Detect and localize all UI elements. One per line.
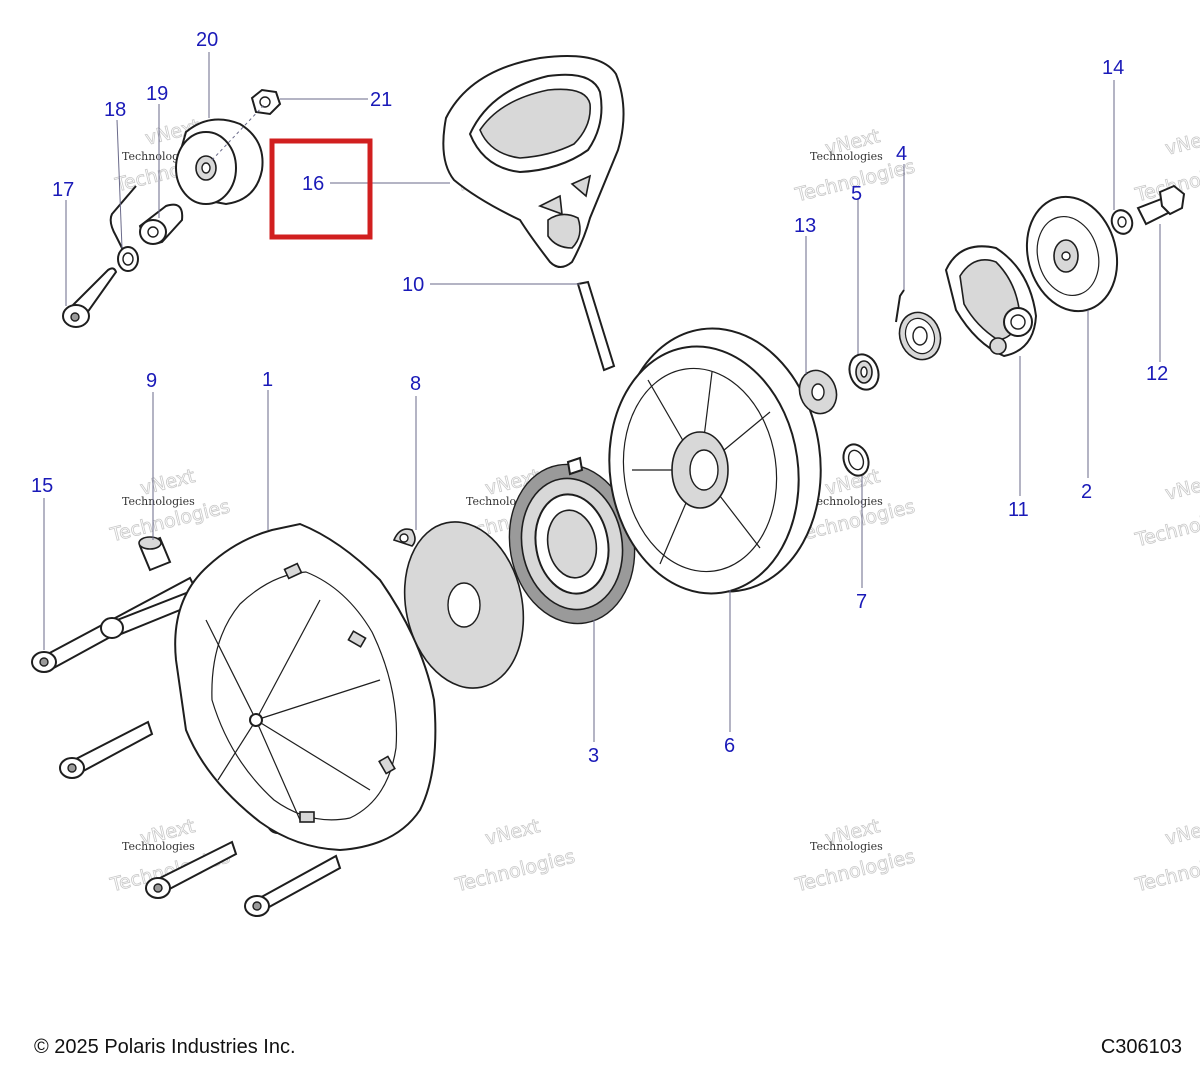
watermark-text: Technologies xyxy=(810,840,883,853)
callout-4[interactable]: 4 xyxy=(896,143,907,165)
highlight-box-callout-16 xyxy=(269,138,373,240)
part-11-ratchet xyxy=(944,245,1038,358)
svg-text:Technologies: Technologies xyxy=(452,846,577,897)
watermark: vNext Technologies xyxy=(1132,815,1200,897)
callout-10[interactable]: 10 xyxy=(402,274,424,296)
bolt xyxy=(244,854,342,917)
leader-lines xyxy=(43,52,1161,742)
callout-12[interactable]: 12 xyxy=(1146,363,1168,385)
part-9-plug xyxy=(138,536,172,572)
svg-text:Technologies: Technologies xyxy=(792,846,917,897)
callout-15[interactable]: 15 xyxy=(31,475,53,497)
part-8-disc xyxy=(392,521,525,689)
callout-7[interactable]: 7 xyxy=(856,591,867,613)
part-7-ring xyxy=(842,443,870,477)
svg-text:Technologies: Technologies xyxy=(1132,501,1200,552)
watermark-text: Technologies xyxy=(810,150,883,163)
part-4-spring xyxy=(895,289,942,361)
part-13-washer xyxy=(798,369,838,415)
svg-text:vNext: vNext xyxy=(483,815,542,850)
part-18-clip xyxy=(109,185,139,272)
part-3-spring xyxy=(508,456,636,625)
callout-2[interactable]: 2 xyxy=(1081,481,1092,503)
watermark: vNext Technologies xyxy=(452,815,578,897)
part-1-housing xyxy=(174,522,437,852)
watermark: vNext Technologies xyxy=(1132,470,1200,552)
part-5-bearing xyxy=(848,353,880,391)
part-20-pulley xyxy=(175,118,264,206)
svg-text:vNext: vNext xyxy=(1163,125,1200,160)
callout-16[interactable]: 16 xyxy=(302,173,324,195)
part-6-reel xyxy=(608,327,822,595)
watermark-text: Technologies xyxy=(122,495,195,508)
callout-8[interactable]: 8 xyxy=(410,373,421,395)
part-16-handle xyxy=(442,55,625,268)
callout-17[interactable]: 17 xyxy=(52,179,74,201)
callout-18[interactable]: 18 xyxy=(104,99,126,121)
callout-3[interactable]: 3 xyxy=(588,745,599,767)
bolt xyxy=(59,720,154,779)
watermark-text: Technologies xyxy=(122,840,195,853)
callout-20[interactable]: 20 xyxy=(196,29,218,51)
callout-13[interactable]: 13 xyxy=(794,215,816,237)
part-2-plate xyxy=(1025,195,1119,313)
bolt xyxy=(145,840,238,899)
callout-14[interactable]: 14 xyxy=(1102,57,1124,79)
part-14-washer xyxy=(1110,209,1134,235)
part-21-nut xyxy=(250,88,282,116)
callout-6[interactable]: 6 xyxy=(724,735,735,757)
callout-21[interactable]: 21 xyxy=(370,89,392,111)
callout-5[interactable]: 5 xyxy=(851,183,862,205)
part-19-bushing xyxy=(138,203,184,245)
watermark-text: Technologies xyxy=(810,495,883,508)
copyright-text: © 2025 Polaris Industries Inc. xyxy=(34,1036,296,1058)
callouts: 20 21 19 18 17 16 10 14 4 5 13 12 2 11 7… xyxy=(31,29,1168,767)
callout-19[interactable]: 19 xyxy=(146,83,168,105)
svg-text:Technologies: Technologies xyxy=(1132,846,1200,897)
diagram-code: C306103 xyxy=(1100,1036,1182,1058)
svg-text:vNext: vNext xyxy=(1163,815,1200,850)
svg-text:vNext: vNext xyxy=(1163,470,1200,505)
callout-9[interactable]: 9 xyxy=(146,370,157,392)
callout-11[interactable]: 11 xyxy=(1008,499,1029,521)
callout-1[interactable]: 1 xyxy=(262,369,273,391)
part-12-bolt xyxy=(1136,184,1186,226)
part-17-bolt xyxy=(62,267,118,328)
part-10-rope xyxy=(576,280,616,372)
